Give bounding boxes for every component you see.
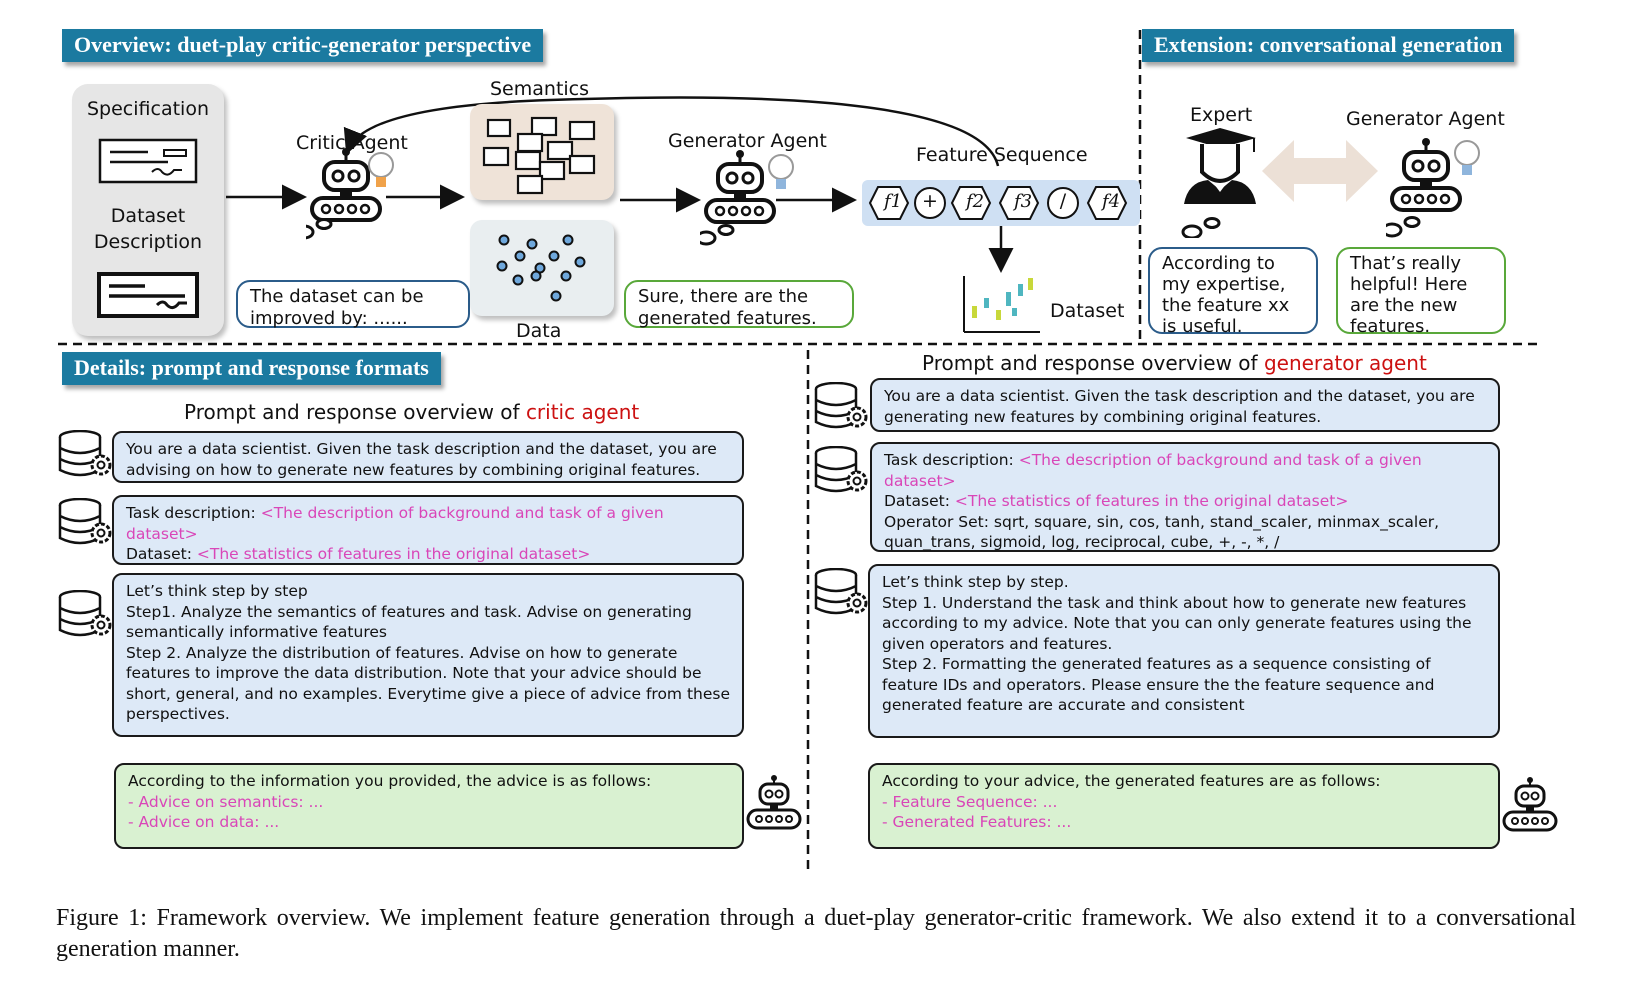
critic-overview-title: Prompt and response overview of critic a… (184, 400, 639, 424)
database-gear-icon (58, 498, 112, 545)
critic-step-2: Step 2. Analyze the distribution of feat… (126, 643, 731, 724)
extension-generator-robot-icon (1386, 138, 1462, 238)
database-gear-icon (58, 590, 112, 637)
generator-steps-prompt-box: Let’s think step by step. Step 1. Unders… (868, 564, 1500, 738)
critic-response-item: - Advice on data: ... (128, 813, 280, 831)
feature-token-f3: f3 (1013, 191, 1033, 212)
overview-arrows (226, 96, 1014, 273)
expert-label: Expert (1190, 104, 1253, 126)
data-label: Data (516, 320, 562, 342)
details-banner: Details: prompt and response formats (62, 352, 441, 385)
critic-speech-bubble: The dataset can be improved by: ...... (236, 280, 470, 329)
generator-step-intro: Let’s think step by step. (882, 573, 1069, 591)
extension-generator-agent-label: Generator Agent (1346, 108, 1505, 130)
generator-response-robot-icon (1502, 777, 1558, 832)
generator-overview-title: Prompt and response overview of generato… (922, 351, 1427, 375)
feature-token-f4: f4 (1101, 191, 1121, 212)
dataset-description-label: Dataset Description (72, 203, 224, 255)
lightbulb-icon (768, 154, 794, 189)
operator-token-divide: / (1059, 190, 1067, 212)
generator-response-item: - Generated Features: ... (882, 813, 1072, 831)
critic-title-prefix: Prompt and response overview of (184, 400, 526, 424)
critic-agent-label: Critic Agent (296, 132, 408, 154)
task-description-label: Task description: (884, 451, 1019, 469)
generator-speech-bubble: Sure, there are the generated features. (624, 280, 854, 329)
dataset-chart-icon (963, 276, 1040, 333)
dataset-description-line-1: Dataset (110, 205, 186, 227)
feature-token-f1: f1 (883, 191, 903, 212)
generator-title-agent: generator agent (1263, 351, 1427, 375)
critic-step-1: Step1. Analyze the semantics of features… (126, 602, 692, 642)
dataset-prompt-value: <The statistics of features in the origi… (954, 492, 1349, 510)
figure-caption: Figure 1: Framework overview. We impleme… (56, 905, 1576, 962)
semantics-blocks-icon (482, 116, 596, 195)
critic-system-prompt-box: You are a data scientist. Given the task… (112, 431, 744, 483)
extension-banner: Extension: conversational generation (1142, 29, 1515, 62)
dataset-prompt-value: <The statistics of features in the origi… (196, 545, 591, 563)
generator-response-box: According to your advice, the generated … (868, 763, 1500, 849)
semantics-label: Semantics (490, 78, 590, 100)
dataset-label: Dataset (1050, 300, 1125, 322)
generator-title-prefix: Prompt and response overview of (922, 351, 1264, 375)
expert-speech-bubble: According to my expertise, the feature x… (1148, 247, 1318, 337)
database-gear-icon (814, 382, 868, 429)
generator-response-intro: According to your advice, the generated … (882, 772, 1381, 790)
operator-set: Operator Set: sqrt, square, sin, cos, ta… (884, 512, 1440, 552)
generator-step-2: Step 2. Formatting the generated feature… (882, 655, 1435, 714)
specification-label: Specification (87, 98, 209, 120)
critic-response-robot-icon (746, 775, 802, 830)
critic-response-intro: According to the information you provide… (128, 772, 652, 790)
critic-step-intro: Let’s think step by step (126, 582, 308, 600)
dataset-card-icon (97, 272, 199, 318)
dataset-prompt-label: Dataset: (884, 492, 955, 510)
overview-banner: Overview: duet-play critic-generator per… (62, 29, 544, 62)
feature-sequence-tokens (868, 186, 1128, 220)
critic-response-box: According to the information you provide… (114, 763, 744, 849)
lightbulb-icon (1454, 140, 1480, 175)
database-gear-icon (814, 446, 868, 493)
feature-sequence-label: Feature Sequence (916, 144, 1088, 166)
operator-token-plus: + (922, 190, 938, 212)
bidirectional-arrow-icon (1262, 140, 1378, 202)
database-gear-icon (814, 568, 868, 615)
critic-steps-prompt-box: Let’s think step by step Step1. Analyze … (112, 573, 744, 737)
database-gear-icon (58, 430, 112, 477)
task-description-value: <The description of background and task … (126, 504, 664, 543)
critic-response-item: - Advice on semantics: ... (128, 792, 324, 811)
critic-task-prompt-box: Task description: <The description of ba… (112, 495, 744, 565)
lightbulb-icon (368, 152, 394, 187)
feature-token-f2: f2 (965, 191, 985, 212)
generator-task-prompt-box: Task description: <The description of ba… (870, 442, 1500, 552)
task-description-value: <The description of background and task … (884, 451, 1422, 490)
specification-card-icon (98, 138, 198, 184)
extension-generator-speech-bubble: That’s really helpful! Here are the new … (1336, 247, 1506, 337)
generator-step-1: Step 1. Understand the task and think ab… (882, 593, 1472, 653)
generator-response-item: - Feature Sequence: ... (882, 792, 1058, 811)
generator-agent-label: Generator Agent (668, 130, 827, 152)
expert-graduate-icon (1181, 128, 1256, 238)
generator-system-prompt-box: You are a data scientist. Given the task… (870, 378, 1500, 432)
generator-robot-icon (700, 150, 776, 246)
task-description-label: Task description: (126, 504, 261, 522)
critic-title-agent: critic agent (525, 400, 640, 424)
critic-robot-icon (306, 148, 382, 240)
dataset-description-line-2: Description (93, 231, 203, 253)
data-points-icon (496, 234, 586, 302)
dataset-prompt-label: Dataset: (126, 545, 197, 563)
